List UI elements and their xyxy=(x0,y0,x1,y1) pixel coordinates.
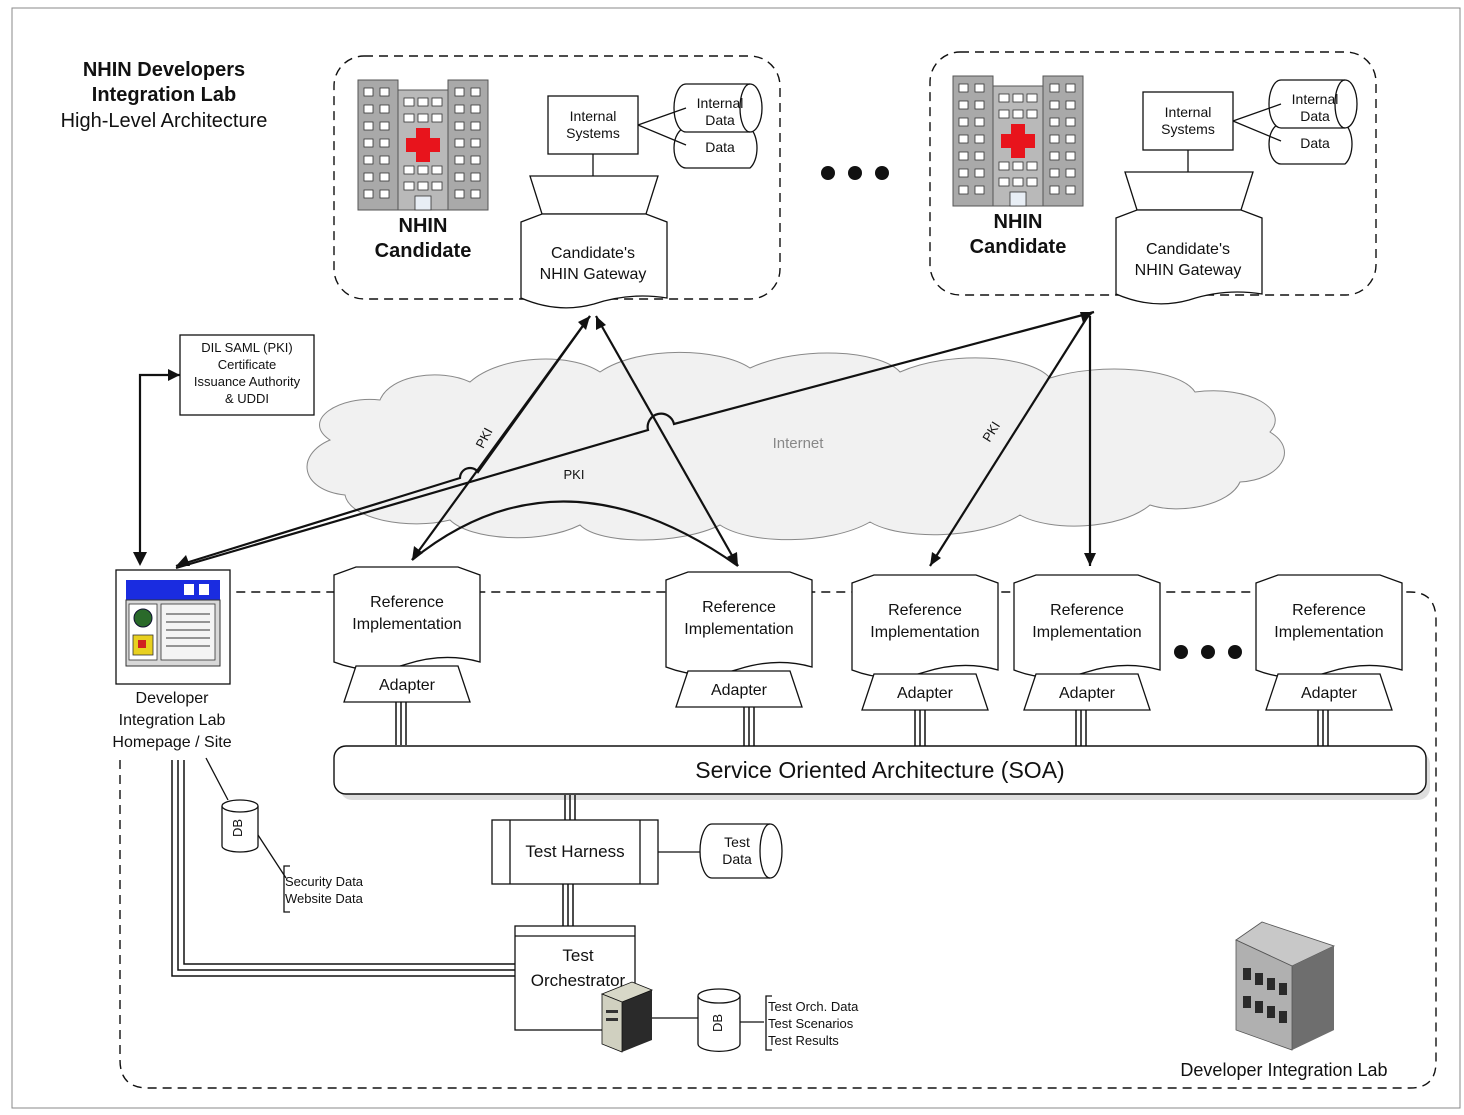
title-line2: Integration Lab xyxy=(92,84,236,106)
ref-impl-2-line2: Implementation xyxy=(684,621,793,638)
ref-impl-1-adapter: Adapter xyxy=(379,677,436,694)
ca-box-line4: & UDDI xyxy=(225,391,269,406)
ref-impl-2-line1: Reference xyxy=(702,599,776,616)
candidate-2-internal-data-line1: Internal xyxy=(1292,91,1339,107)
server-tower-icon xyxy=(600,981,654,1053)
site-db-note-line2: Website Data xyxy=(285,891,364,906)
hospital-building-icon xyxy=(357,79,489,211)
candidate-1-label-line2: Candidate xyxy=(375,240,472,262)
site-db-label: DB xyxy=(230,819,245,837)
ca-box-line2: Certificate xyxy=(218,357,277,372)
figure-frame xyxy=(11,7,1461,1109)
orchestrator-database-icon xyxy=(697,988,741,1052)
ref-impl-1-line2: Implementation xyxy=(352,616,461,633)
internet-cloud xyxy=(306,351,1285,541)
ref-impl-3-line2: Implementation xyxy=(870,624,979,641)
test-data-line2: Data xyxy=(722,851,752,867)
candidate-1-gateway-line2: NHIN Gateway xyxy=(540,266,647,283)
candidate-2-internal-systems xyxy=(1142,91,1234,151)
test-harness-label: Test Harness xyxy=(525,842,624,861)
dil-site-line2: Integration Lab xyxy=(119,712,226,729)
ref-impl-4-line2: Implementation xyxy=(1032,624,1141,641)
candidate-1-internal-data-line1: Internal xyxy=(697,95,744,111)
dil-site-line3: Homepage / Site xyxy=(112,734,231,751)
pki-label-2: PKI xyxy=(564,467,585,482)
lab-building-icon xyxy=(1235,921,1336,1051)
ref-impl-5 xyxy=(1255,574,1403,748)
browser-window-icon xyxy=(115,569,231,685)
ref-impl-1-line1: Reference xyxy=(370,594,444,611)
internet-label: Internet xyxy=(773,435,825,452)
more-candidates-ellipsis-icon xyxy=(821,166,889,180)
candidate-2-label-line2: Candidate xyxy=(970,236,1067,258)
candidate-2-gateway xyxy=(1115,171,1263,305)
orch-db-note-line2: Test Scenarios xyxy=(768,1016,854,1031)
candidate-2-internal-systems-line2: Systems xyxy=(1161,121,1215,137)
ref-impl-4-adapter: Adapter xyxy=(1059,685,1116,702)
test-data-line1: Test xyxy=(724,834,750,850)
ref-impl-4-line1: Reference xyxy=(1050,602,1124,619)
soa-bus xyxy=(333,745,1427,795)
candidate-2-label-line1: NHIN xyxy=(994,211,1043,233)
orch-db-note-line3: Test Results xyxy=(768,1033,839,1048)
candidate-1-data-cylinder xyxy=(673,83,763,169)
candidate-2-internal-systems-line1: Internal xyxy=(1165,104,1212,120)
connection-arrows xyxy=(133,310,1096,570)
ref-impl-3-adapter: Adapter xyxy=(897,685,954,702)
candidate-1-label-line1: NHIN xyxy=(399,215,448,237)
candidate-1-internal-systems xyxy=(547,95,639,155)
site-database-icon xyxy=(221,799,259,853)
ref-impl-2 xyxy=(665,571,813,748)
orch-db-label: DB xyxy=(710,1014,725,1032)
test-data-cylinder xyxy=(699,823,783,879)
candidate-2-gateway-line1: Candidate's xyxy=(1146,241,1230,258)
developer-integration-lab-boundary xyxy=(119,591,1437,1089)
title-line1: NHIN Developers xyxy=(83,59,245,81)
candidate-1-internal-systems-line2: Systems xyxy=(566,125,620,141)
site-db-note-line1: Security Data xyxy=(285,874,364,889)
ca-box-line3: Issuance Authority xyxy=(194,374,301,389)
orch-db-note-line1: Test Orch. Data xyxy=(768,999,859,1014)
ref-impl-3 xyxy=(851,574,999,748)
site-to-orchestrator-link xyxy=(171,760,515,977)
candidate-2-internal-data-line2: Data xyxy=(1300,108,1330,124)
hospital-building-icon xyxy=(952,75,1084,207)
candidate-1-internal-data-line2: Data xyxy=(705,112,735,128)
test-orchestrator-line1: Test xyxy=(562,946,593,965)
candidate-1-internal-systems-line1: Internal xyxy=(570,108,617,124)
title-line3: High-Level Architecture xyxy=(61,110,268,132)
lab-label: Developer Integration Lab xyxy=(1180,1060,1387,1080)
candidate-1-gateway-line1: Candidate's xyxy=(551,245,635,262)
more-references-ellipsis-icon xyxy=(1174,645,1242,659)
soa-label: Service Oriented Architecture (SOA) xyxy=(695,757,1064,783)
candidate-1-gateway xyxy=(520,175,668,309)
ref-impl-1 xyxy=(333,566,481,745)
ref-impl-4 xyxy=(1013,574,1161,748)
ref-impl-5-adapter: Adapter xyxy=(1301,685,1358,702)
candidate-1-data-label: Data xyxy=(705,139,735,155)
ref-impl-3-line1: Reference xyxy=(888,602,962,619)
dil-site-line1: Developer xyxy=(136,690,210,707)
ref-impl-2-adapter: Adapter xyxy=(711,682,768,699)
test-orchestrator-line2: Orchestrator xyxy=(531,971,626,990)
ref-impl-5-line2: Implementation xyxy=(1274,624,1383,641)
candidate-2-data-cylinder xyxy=(1268,79,1358,165)
ref-impl-5-line1: Reference xyxy=(1292,602,1366,619)
candidate-2-gateway-line2: NHIN Gateway xyxy=(1135,262,1242,279)
ca-box-line1: DIL SAML (PKI) xyxy=(201,340,293,355)
candidate-2-data-label: Data xyxy=(1300,135,1330,151)
